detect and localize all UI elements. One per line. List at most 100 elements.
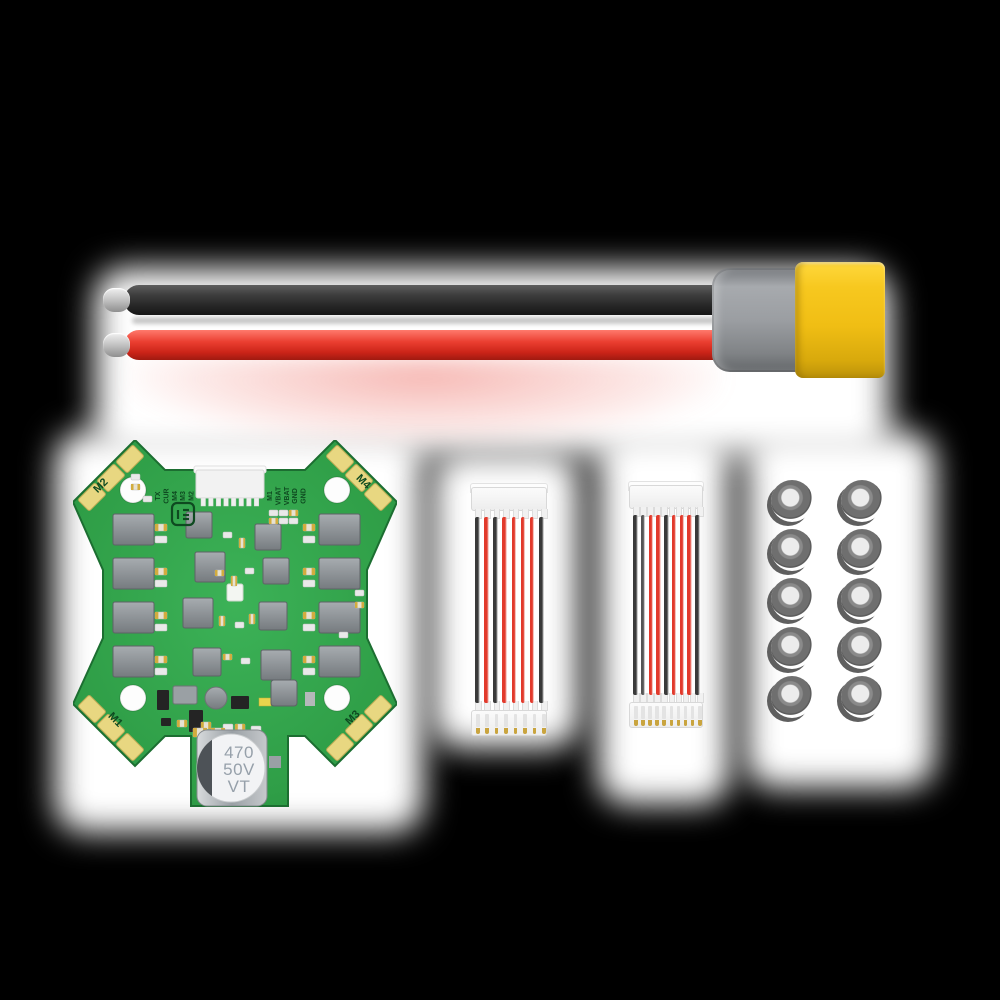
cable-wire bbox=[671, 515, 677, 695]
pin-slot bbox=[513, 714, 518, 727]
header-pin-label: VBAT bbox=[275, 486, 282, 505]
pin-slot bbox=[669, 706, 674, 719]
pin-contact bbox=[513, 728, 518, 734]
motor-solder-pad bbox=[326, 733, 354, 761]
socket-pin bbox=[231, 497, 237, 507]
driver-ic bbox=[192, 647, 222, 677]
motor-solder-pad bbox=[364, 695, 392, 723]
passive-component bbox=[222, 531, 233, 539]
cable-wire bbox=[529, 517, 535, 703]
passive-component bbox=[288, 517, 299, 525]
rubber-grommet bbox=[771, 529, 813, 571]
passive-component bbox=[302, 523, 316, 532]
capacitor-marking: 50V bbox=[223, 760, 255, 779]
rubber-grommet bbox=[841, 627, 883, 669]
pin-slot bbox=[504, 714, 508, 727]
negative-wire bbox=[124, 285, 760, 315]
rubber-grommet bbox=[771, 480, 813, 522]
driver-ic bbox=[194, 551, 226, 583]
pin-slot bbox=[690, 706, 695, 719]
passive-component bbox=[231, 696, 249, 709]
passive-component bbox=[154, 667, 168, 676]
passive-component bbox=[154, 623, 168, 632]
brand-logo-icon bbox=[170, 501, 196, 527]
socket-pin bbox=[200, 497, 206, 507]
passive-component bbox=[288, 509, 299, 517]
rubber-grommet bbox=[841, 480, 883, 522]
pin-slot bbox=[476, 714, 480, 727]
motor-solder-pad bbox=[97, 464, 125, 492]
xt60-connector-body bbox=[795, 262, 885, 378]
passive-component bbox=[157, 690, 169, 710]
pin-contact bbox=[662, 720, 666, 726]
connector-housing bbox=[471, 487, 547, 511]
rubber-grommet bbox=[771, 578, 813, 620]
motor-solder-pad bbox=[364, 483, 392, 511]
cable-wire bbox=[695, 515, 700, 695]
pin-contact bbox=[634, 720, 638, 726]
cable-wire bbox=[656, 515, 661, 695]
socket-pin bbox=[223, 497, 229, 507]
mosfet bbox=[112, 645, 155, 678]
passive-component bbox=[130, 473, 141, 481]
passive-component bbox=[302, 567, 316, 576]
pin-contact bbox=[542, 728, 546, 734]
pin-slot bbox=[655, 706, 659, 719]
pin-contact bbox=[476, 728, 480, 734]
motor-solder-pad bbox=[116, 733, 144, 761]
motor-solder-pad bbox=[78, 695, 106, 723]
pin-contact bbox=[683, 720, 688, 726]
passive-component bbox=[248, 613, 256, 625]
cable-wire bbox=[520, 517, 526, 703]
socket-pin bbox=[215, 497, 221, 507]
cable-wire bbox=[664, 515, 669, 695]
passive-component bbox=[302, 623, 316, 632]
passive-component bbox=[268, 517, 279, 525]
connector-housing bbox=[629, 485, 703, 509]
pin-contact bbox=[648, 720, 652, 726]
passive-component bbox=[302, 535, 316, 544]
passive-component bbox=[222, 653, 233, 661]
jst-cable-10pin bbox=[628, 481, 704, 733]
pin-slot bbox=[683, 706, 688, 719]
passive-component bbox=[154, 523, 168, 532]
positive-wire-tip bbox=[103, 333, 130, 357]
soic-chip bbox=[172, 685, 198, 705]
motor-solder-pad bbox=[345, 464, 373, 492]
pin-contact bbox=[494, 728, 499, 734]
connector-tooth bbox=[541, 509, 548, 519]
inductor bbox=[204, 686, 228, 710]
cable-wire bbox=[633, 515, 638, 695]
pin-contact bbox=[641, 720, 645, 726]
jst-socket bbox=[195, 469, 265, 499]
pin-contact bbox=[532, 728, 537, 734]
xt60-strain-relief-cap bbox=[712, 268, 804, 372]
header-pin-label: GND bbox=[301, 488, 308, 504]
connector-housing bbox=[471, 710, 547, 736]
connector-tooth bbox=[522, 509, 529, 519]
passive-component bbox=[234, 621, 245, 629]
pin-slot bbox=[698, 706, 702, 719]
socket-pin bbox=[253, 497, 259, 507]
connector-tooth bbox=[531, 509, 539, 519]
rubber-grommet bbox=[841, 578, 883, 620]
pin-contact bbox=[504, 728, 508, 734]
pin-contact bbox=[655, 720, 659, 726]
passive-component bbox=[234, 723, 246, 732]
capacitor-pad bbox=[269, 756, 281, 768]
passive-component bbox=[302, 579, 316, 588]
mosfet bbox=[112, 601, 155, 634]
mounting-hole bbox=[323, 476, 351, 504]
status-led bbox=[226, 583, 244, 602]
motor-solder-pad bbox=[345, 714, 373, 742]
driver-ic bbox=[260, 649, 292, 681]
positive-wire bbox=[124, 330, 760, 360]
pin-contact bbox=[485, 728, 489, 734]
cable-wire bbox=[640, 515, 646, 695]
passive-component bbox=[338, 631, 349, 639]
header-pin-label: M3 bbox=[180, 491, 187, 501]
passive-component bbox=[238, 537, 246, 549]
passive-component bbox=[154, 579, 168, 588]
pin-slot bbox=[641, 706, 645, 719]
